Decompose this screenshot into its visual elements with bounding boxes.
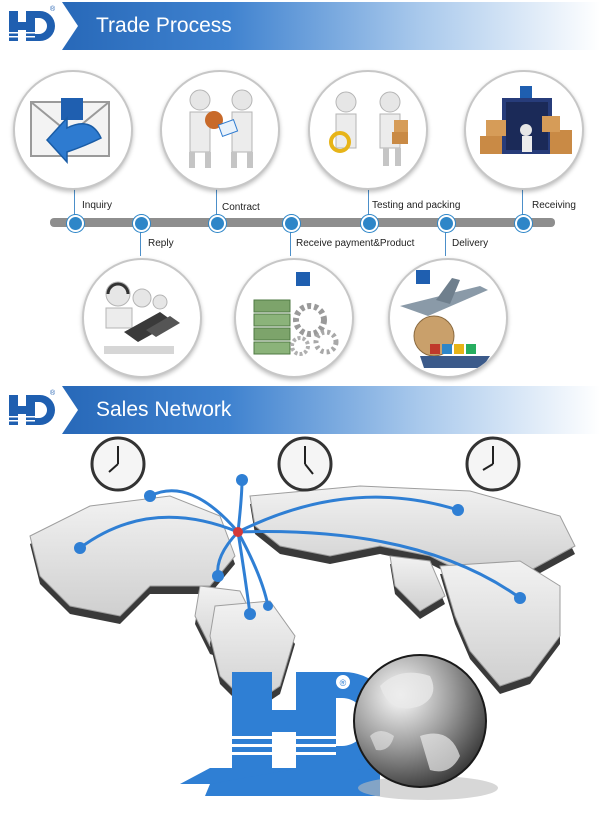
connector-receiving bbox=[522, 186, 523, 220]
step-label-delivery: Delivery bbox=[452, 238, 489, 249]
connector-inquiry bbox=[74, 186, 75, 220]
timeline-node-reply bbox=[133, 215, 150, 232]
step-label-receiving: Receiving bbox=[532, 200, 576, 211]
timeline-node-contract bbox=[209, 215, 226, 232]
trade-process-banner: ® Trade Process bbox=[0, 2, 600, 50]
inspection-figures-icon bbox=[329, 91, 408, 166]
contract-illustration bbox=[160, 70, 280, 190]
connector-delivery bbox=[445, 226, 446, 256]
banner-gradient bbox=[0, 386, 600, 434]
call-center-icon bbox=[104, 281, 180, 354]
timeline-node-delivery bbox=[438, 215, 455, 232]
hd-logo-icon bbox=[9, 11, 55, 41]
step-label-receive-payment: Receive payment&Product bbox=[296, 238, 415, 249]
clock-icon bbox=[90, 436, 146, 492]
section-title-sales-network: Sales Network bbox=[96, 398, 232, 421]
world-map-illustration: ® bbox=[29, 436, 576, 800]
delivery-illustration bbox=[388, 258, 508, 378]
timeline-node-testing bbox=[361, 215, 378, 232]
connector-reply bbox=[140, 226, 141, 256]
reply-illustration bbox=[82, 258, 202, 378]
step-label-testing-packing: Testing and packing bbox=[372, 200, 461, 211]
connector-testing bbox=[368, 186, 369, 220]
shipping-routes bbox=[79, 479, 521, 615]
section-title-trade-process: Trade Process bbox=[96, 14, 232, 37]
clock-icon bbox=[277, 436, 333, 492]
payment-product-illustration bbox=[234, 258, 354, 378]
money-gears-icon bbox=[253, 272, 339, 356]
timeline-node-inquiry bbox=[67, 215, 84, 232]
sales-network-banner: ® Sales Network bbox=[0, 386, 600, 434]
brand-logo: ® bbox=[0, 386, 78, 434]
testing-packing-illustration bbox=[308, 70, 428, 190]
step-label-contract: Contract bbox=[222, 202, 260, 213]
registered-mark: ® bbox=[50, 390, 56, 397]
step-label-inquiry: Inquiry bbox=[82, 200, 113, 211]
step-label-reply: Reply bbox=[148, 238, 174, 249]
timeline-bar bbox=[50, 218, 555, 227]
registered-mark: ® bbox=[50, 6, 56, 13]
clock-icon bbox=[465, 436, 521, 492]
inquiry-illustration bbox=[13, 70, 133, 190]
handshake-figures-icon bbox=[189, 89, 253, 168]
banner-gradient bbox=[0, 2, 600, 50]
timeline-node-payment bbox=[283, 215, 300, 232]
brand-logo: ® bbox=[0, 2, 78, 50]
connector-payment bbox=[290, 226, 291, 256]
container-boxes-icon bbox=[480, 86, 572, 154]
registered-mark-large: ® bbox=[340, 678, 347, 688]
envelope-reply-icon bbox=[30, 98, 110, 164]
connector-contract bbox=[216, 186, 217, 220]
receiving-illustration bbox=[464, 70, 584, 190]
route-endpoints bbox=[74, 474, 526, 620]
globe-icon bbox=[353, 654, 498, 800]
continents bbox=[29, 485, 576, 714]
plane-ship-globe-icon bbox=[400, 270, 490, 368]
timeline-node-receiving bbox=[515, 215, 532, 232]
hd-logo-icon bbox=[9, 395, 55, 425]
